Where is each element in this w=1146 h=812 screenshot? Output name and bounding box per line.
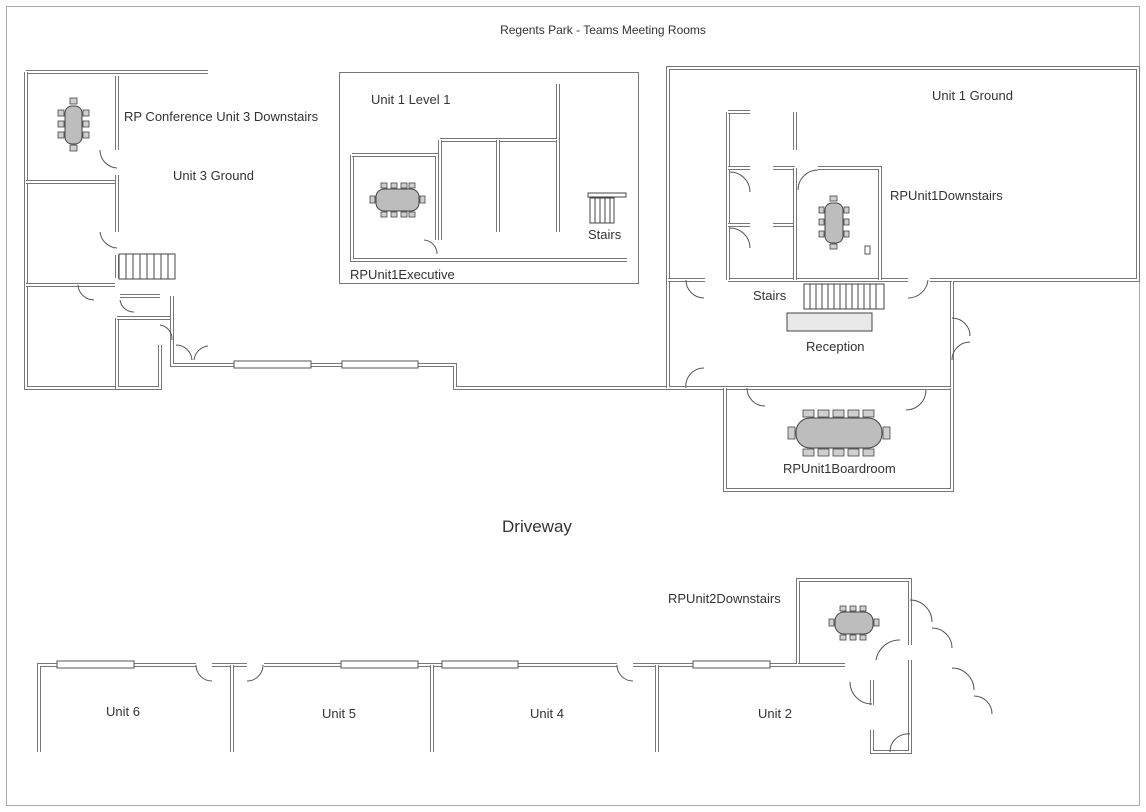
label-rpunit1downstairs: RPUnit1Downstairs — [890, 188, 1003, 203]
label-stairs-level1: Stairs — [588, 227, 622, 242]
unit1-level1-building — [339, 72, 639, 284]
label-unit1-level1: Unit 1 Level 1 — [371, 92, 451, 107]
label-reception: Reception — [806, 339, 865, 354]
label-unit4: Unit 4 — [530, 706, 564, 721]
label-unit2: Unit 2 — [758, 706, 792, 721]
label-rpunit1boardroom: RPUnit1Boardroom — [783, 461, 896, 476]
label-unit3-ground: Unit 3 Ground — [173, 168, 254, 183]
label-rpunit1executive: RPUnit1Executive — [350, 267, 455, 282]
label-rp-conference-unit3: RP Conference Unit 3 Downstairs — [124, 109, 319, 124]
page-frame — [6, 6, 1140, 806]
bottom-units-building — [37, 578, 993, 754]
label-unit6: Unit 6 — [106, 704, 140, 719]
label-stairs-ground: Stairs — [753, 288, 787, 303]
unit3-building — [24, 70, 668, 390]
boardroom-building — [723, 387, 954, 492]
page-title: Regents Park - Teams Meeting Rooms — [500, 23, 706, 37]
label-rpunit2downstairs: RPUnit2Downstairs — [668, 591, 781, 606]
label-driveway: Driveway — [502, 517, 572, 536]
label-unit1-ground: Unit 1 Ground — [932, 88, 1013, 103]
unit1-ground-building — [666, 66, 1140, 390]
label-unit5: Unit 5 — [322, 706, 356, 721]
